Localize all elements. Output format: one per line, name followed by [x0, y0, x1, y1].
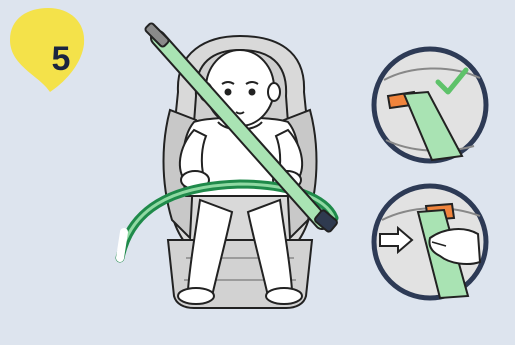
belt-tail: [120, 232, 124, 258]
detail-bottom: [374, 186, 486, 298]
detail-top: [374, 49, 486, 161]
